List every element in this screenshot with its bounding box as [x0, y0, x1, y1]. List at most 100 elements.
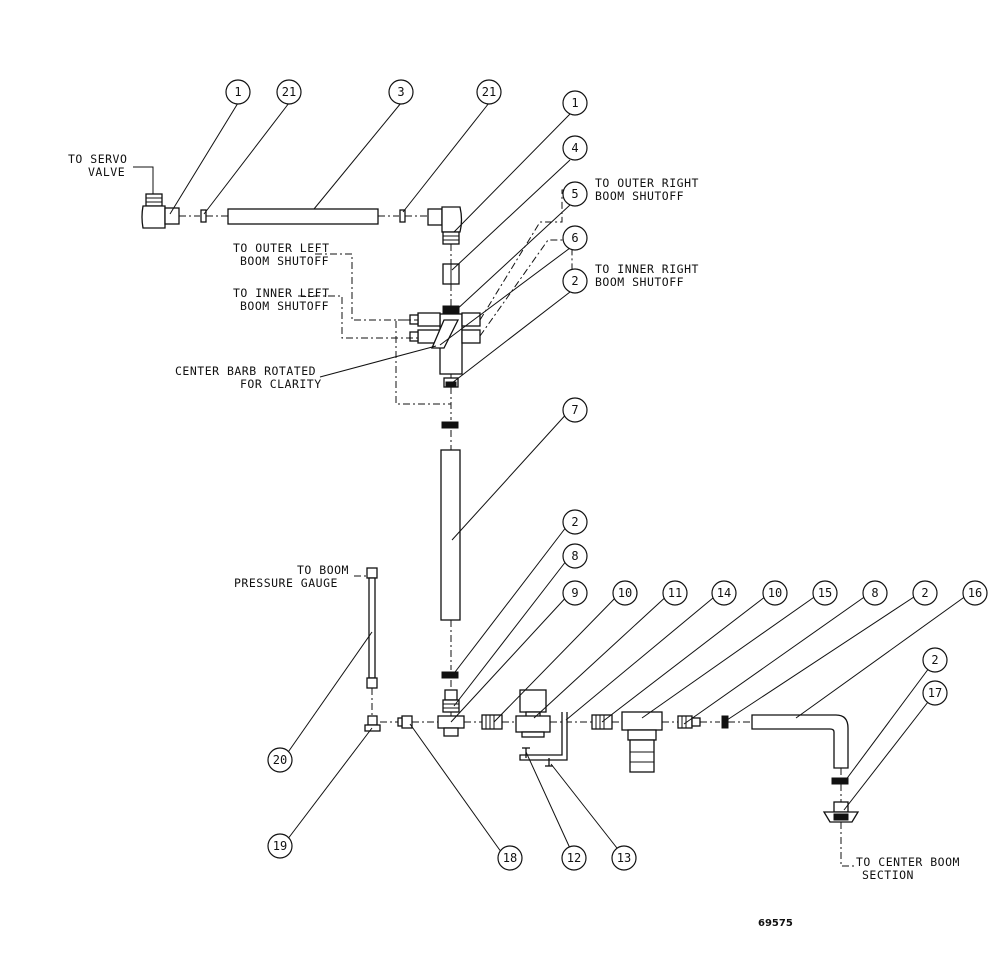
svg-text:SECTION: SECTION — [862, 868, 914, 882]
svg-text:15: 15 — [818, 586, 832, 600]
svg-text:9: 9 — [571, 586, 578, 600]
balloon-4: 4 — [562, 135, 588, 161]
nut-13 — [545, 758, 553, 767]
svg-text:1: 1 — [571, 96, 578, 110]
svg-text:8: 8 — [571, 549, 578, 563]
servo-valve-leader — [133, 166, 154, 195]
svg-text:2: 2 — [571, 515, 578, 529]
svg-text:14: 14 — [717, 586, 731, 600]
label-to-boom-pressure-gauge: TO BOOM PRESSURE GAUGE — [234, 563, 349, 590]
svg-text:8: 8 — [871, 586, 878, 600]
hose-3 — [227, 208, 379, 225]
balloon-12: 12 — [561, 845, 587, 871]
balloon-16: 16 — [962, 580, 988, 606]
balloon-2-upper: 2 — [562, 268, 588, 294]
tee-19 — [364, 715, 381, 732]
balloon-8-right: 8 — [862, 580, 888, 606]
svg-text:11: 11 — [668, 586, 682, 600]
svg-text:TO SERVO: TO SERVO — [68, 152, 127, 166]
hose-barb-8 — [442, 689, 460, 713]
figure-number: 69575 — [758, 918, 793, 929]
svg-text:BOOM SHUTOFF: BOOM SHUTOFF — [240, 254, 329, 268]
svg-text:19: 19 — [273, 839, 287, 853]
leader-lines — [169, 102, 971, 858]
balloon-10-left: 10 — [612, 580, 638, 606]
svg-text:16: 16 — [968, 586, 982, 600]
balloon-10-right: 10 — [762, 580, 788, 606]
svg-text:TO INNER LEFT: TO INNER LEFT — [233, 286, 330, 300]
svg-text:TO CENTER BOOM: TO CENTER BOOM — [856, 855, 960, 869]
clamp-2-upper — [441, 421, 459, 429]
label-to-outer-right: TO OUTER RIGHT BOOM SHUTOFF — [595, 176, 699, 203]
gauge-hose-20 — [366, 567, 378, 689]
tee-9 — [437, 715, 465, 737]
balloon-7: 7 — [562, 397, 588, 423]
balloon-18: 18 — [497, 845, 523, 871]
svg-text:TO OUTER RIGHT: TO OUTER RIGHT — [595, 176, 699, 190]
svg-text:PRESSURE GAUGE: PRESSURE GAUGE — [234, 576, 338, 590]
balloon-21-right: 21 — [476, 79, 502, 105]
label-center-barb: CENTER BARB ROTATED FOR CLARITY — [175, 364, 322, 391]
svg-text:10: 10 — [618, 586, 632, 600]
svg-text:TO OUTER LEFT: TO OUTER LEFT — [233, 241, 330, 255]
svg-text:2: 2 — [931, 653, 938, 667]
clamp-2-right — [721, 715, 729, 729]
svg-text:BOOM SHUTOFF: BOOM SHUTOFF — [595, 189, 684, 203]
barb-fitting-6 — [443, 377, 459, 388]
svg-text:BOOM SHUTOFF: BOOM SHUTOFF — [240, 299, 329, 313]
balloon-1-right: 1 — [562, 90, 588, 116]
balloon-13: 13 — [611, 845, 637, 871]
label-to-center-boom: TO CENTER BOOM SECTION — [856, 855, 960, 882]
svg-text:2: 2 — [571, 274, 578, 288]
balloon-15: 15 — [812, 580, 838, 606]
svg-text:CENTER BARB ROTATED: CENTER BARB ROTATED — [175, 364, 316, 378]
clamp-2-bottom — [831, 777, 849, 785]
balloon-9: 9 — [562, 580, 588, 606]
balloon-6: 6 — [562, 225, 588, 251]
svg-text:10: 10 — [768, 586, 782, 600]
balloon-20: 20 — [267, 747, 293, 773]
balloon-21-left: 21 — [276, 79, 302, 105]
manifold-tee-5 — [409, 305, 481, 375]
svg-text:20: 20 — [273, 753, 287, 767]
balloon-17: 17 — [922, 680, 948, 706]
hose-16 — [751, 714, 849, 769]
balloon-3: 3 — [388, 79, 414, 105]
svg-text:17: 17 — [928, 686, 942, 700]
balloon-14: 14 — [711, 580, 737, 606]
clamp-2-lower — [441, 671, 459, 679]
elbow-fitting-right — [427, 206, 463, 245]
svg-text:7: 7 — [571, 403, 578, 417]
balloon-1-left: 1 — [225, 79, 251, 105]
label-to-inner-right: TO INNER RIGHT BOOM SHUTOFF — [595, 262, 698, 289]
svg-text:FOR CLARITY: FOR CLARITY — [240, 377, 322, 391]
valve-11 — [515, 689, 551, 738]
svg-text:3: 3 — [397, 85, 404, 99]
svg-text:6: 6 — [571, 231, 578, 245]
svg-text:TO BOOM: TO BOOM — [297, 563, 349, 577]
svg-text:5: 5 — [571, 187, 578, 201]
svg-text:12: 12 — [567, 851, 581, 865]
strainer-15 — [621, 711, 663, 773]
svg-text:VALVE: VALVE — [88, 165, 125, 179]
hex-nut-4 — [442, 263, 460, 285]
svg-text:13: 13 — [617, 851, 631, 865]
balloon-2-mid: 2 — [562, 509, 588, 535]
hose-barb-8-right — [677, 715, 701, 729]
balloon-2-right: 2 — [912, 580, 938, 606]
label-to-servo-valve: TO SERVO VALVE — [68, 152, 127, 179]
svg-text:1: 1 — [234, 85, 241, 99]
balloon-8-left: 8 — [562, 543, 588, 569]
svg-text:4: 4 — [571, 141, 578, 155]
svg-text:BOOM SHUTOFF: BOOM SHUTOFF — [595, 275, 684, 289]
label-to-outer-left: TO OUTER LEFT BOOM SHUTOFF — [233, 241, 330, 268]
fitting-18 — [397, 715, 413, 729]
balloon-11: 11 — [662, 580, 688, 606]
svg-text:2: 2 — [921, 586, 928, 600]
balloon-5: 5 — [562, 181, 588, 207]
label-to-inner-left: TO INNER LEFT BOOM SHUTOFF — [233, 286, 330, 313]
fitting-17 — [822, 801, 860, 823]
bracket-14 — [519, 712, 568, 761]
svg-text:21: 21 — [482, 85, 496, 99]
